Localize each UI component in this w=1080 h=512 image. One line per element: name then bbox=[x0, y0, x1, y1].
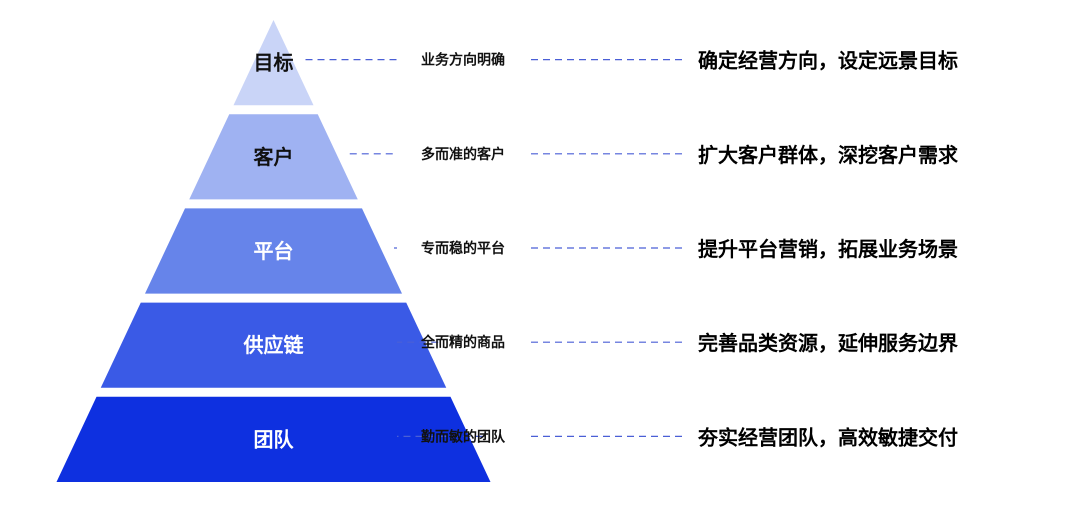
short-description-5: 勤而敏的团队 bbox=[421, 428, 506, 445]
layer-label-5: 团队 bbox=[254, 427, 295, 451]
short-description-2: 多而准的客户 bbox=[421, 146, 505, 163]
pyramid-layer-5 bbox=[56, 396, 491, 482]
long-description-4: 完善品类资源，延伸服务边界 bbox=[698, 331, 958, 355]
long-description-3: 提升平台营销，拓展业务场景 bbox=[698, 237, 958, 261]
layer-label-4: 供应链 bbox=[243, 333, 305, 357]
layer-label-3: 平台 bbox=[254, 239, 294, 263]
long-description-5: 夯实经营团队，高效敏捷交付 bbox=[697, 425, 958, 449]
layer-label-1: 目标 bbox=[254, 51, 294, 75]
long-description-1: 确定经营方向，设定远景目标 bbox=[698, 49, 958, 73]
pyramid-layer-2 bbox=[189, 114, 358, 200]
pyramid-layer-3 bbox=[144, 208, 403, 294]
short-description-4: 全而精的商品 bbox=[420, 334, 505, 351]
short-description-3: 专而稳的平台 bbox=[421, 240, 505, 257]
pyramid-layer-4 bbox=[100, 302, 447, 388]
short-description-1: 业务方向明确 bbox=[421, 52, 505, 69]
layer-label-2: 客户 bbox=[253, 145, 294, 169]
pyramid-layer-1 bbox=[233, 20, 314, 106]
connector-lines bbox=[305, 58, 686, 437]
pyramid-layers bbox=[56, 20, 491, 482]
long-description-2: 扩大客户群体，深挖客户需求 bbox=[698, 143, 959, 167]
